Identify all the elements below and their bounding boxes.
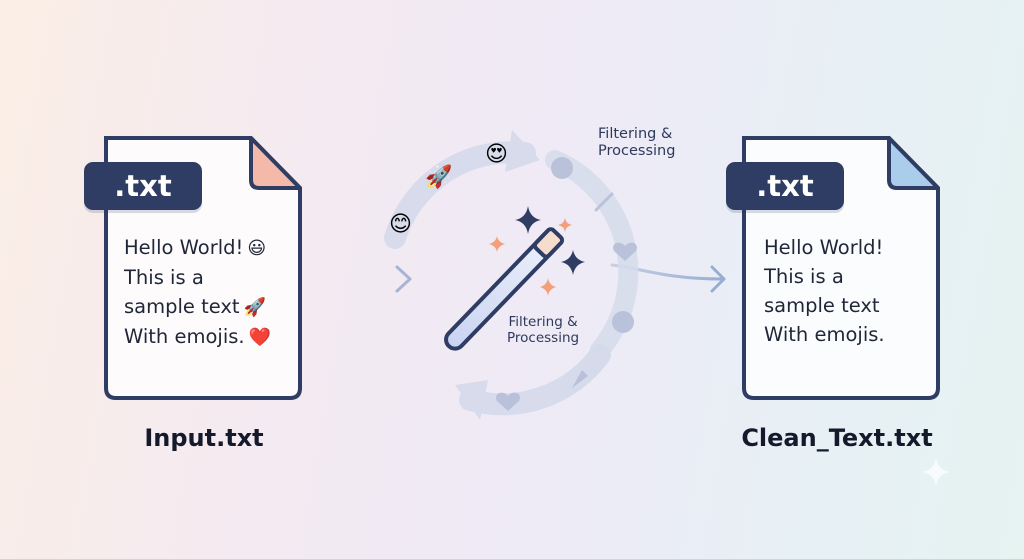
process-label: Filtering & Processing	[598, 126, 675, 161]
input-text-lines: Hello World!😃 This is a sample text🚀 Wit…	[124, 233, 271, 352]
smiley-icon: 😃	[247, 238, 267, 259]
sparkle-dark-icon	[515, 206, 541, 234]
process-label-line2: Processing	[598, 143, 676, 160]
output-line-2: This is a	[764, 265, 844, 288]
output-line-3: sample text	[764, 294, 880, 317]
output-badge: .txt	[726, 162, 844, 210]
faded-rocket-icon	[572, 370, 588, 388]
input-line-1: Hello World!😃	[124, 236, 267, 259]
sparkle-icons	[489, 206, 950, 486]
ring-icons	[496, 157, 637, 411]
faded-heart-icon	[613, 242, 637, 261]
rocket-icon: 🚀	[243, 297, 267, 318]
faded-face-icon	[612, 311, 634, 333]
input-line-4: With emojis.❤️	[124, 325, 272, 348]
input-line-2: This is a	[124, 266, 204, 289]
process-label-line1: Filtering &	[598, 126, 673, 142]
input-badge: .txt	[84, 162, 202, 210]
center-process-label: Filtering & Processing	[507, 314, 579, 346]
faded-wand-icon	[594, 192, 614, 212]
output-text-lines: Hello World! This is a sample text With …	[764, 233, 885, 349]
input-file-caption: Input.txt	[144, 424, 264, 452]
input-line-3: sample text🚀	[124, 295, 267, 318]
sparkle-orange-icon	[558, 218, 572, 232]
faded-heart-bottom-icon	[496, 392, 520, 411]
center-process-label-line2: Processing	[507, 330, 580, 347]
center-process-label-line1: Filtering &	[508, 314, 578, 330]
sparkle-orange-icon	[489, 236, 505, 252]
output-file-caption: Clean_Text.txt	[741, 424, 933, 452]
heart-eyes-emoji-icon: 😍	[485, 142, 508, 167]
output-line-4: With emojis.	[764, 323, 885, 346]
output-line-1: Hello World!	[764, 236, 884, 259]
output-fold-corner	[887, 136, 940, 190]
smiley-emoji-icon: 😊	[389, 212, 412, 237]
rocket-emoji-icon: 🚀	[425, 165, 453, 190]
input-document: .txt Hello World!😃 This is a sample text…	[84, 136, 304, 402]
sparkle-faint-icon	[922, 458, 950, 486]
output-document: .txt Hello World! This is a sample text …	[722, 136, 942, 402]
faded-smiley-icon	[551, 157, 573, 179]
input-flow-arrow	[300, 265, 412, 293]
input-fold-corner	[249, 136, 302, 190]
sparkle-dark-icon	[561, 250, 585, 275]
sparkle-orange-icon	[540, 278, 556, 296]
heart-icon: ❤️	[248, 327, 272, 348]
magic-wand-icon	[444, 227, 565, 351]
